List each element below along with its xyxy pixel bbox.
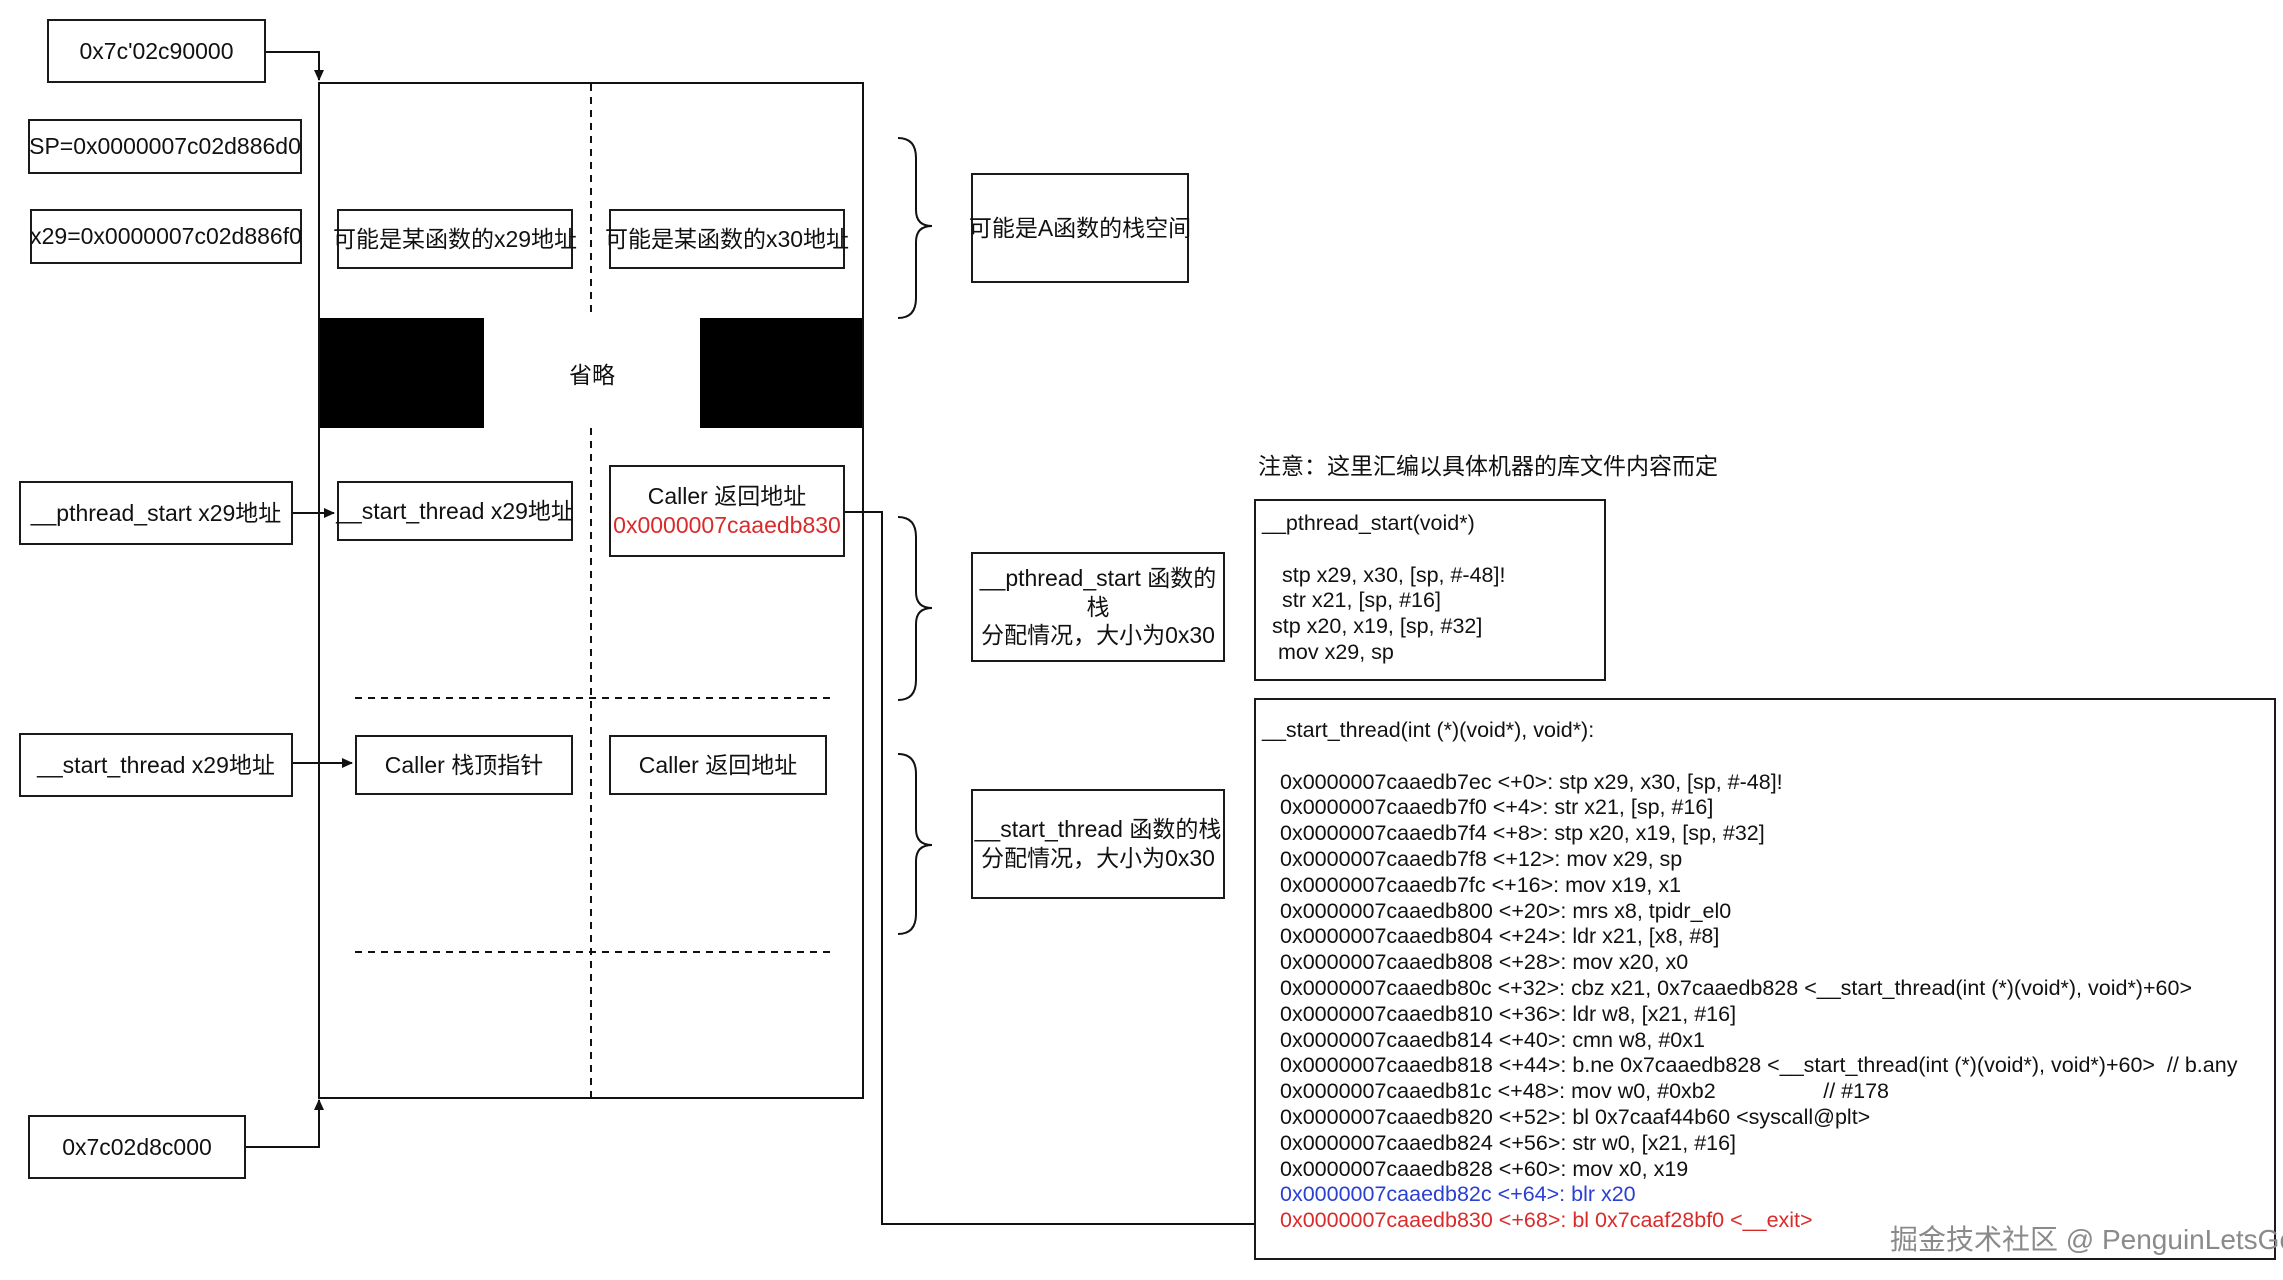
pthread-code-line: stp x20, x19, [sp, #32] [1272,614,1483,639]
stack-cell-x29: 可能是某函数的x29地址 [333,209,577,269]
bottom-address-box: 0x7c02d8c000 [28,1115,246,1179]
start-thread-code-box: __start_thread(int (*)(void*), void*): 0… [1254,698,2276,1260]
code-line: 0x0000007caaedb7f4 <+8>: stp x20, x19, [… [1280,821,1765,846]
pthread-stack-line2: 分配情况，大小为0x30 [981,622,1215,649]
brace-start-thread [897,753,933,935]
code-line: 0x0000007caaedb7fc <+16>: mov x19, x1 [1280,872,1682,897]
omitted-band-left [320,318,484,428]
caller-return-value: 0x0000007caaedb830 [613,512,841,538]
code-line: 0x0000007caaedb808 <+28>: mov x20, x0 [1280,950,1689,975]
x29-register-box: x29=0x0000007c02d886f0 [30,209,302,264]
start-thread-x29-label: __start_thread x29地址 [19,733,293,797]
pthread-start-stack-label: __pthread_start 函数的栈 分配情况，大小为0x30 [971,552,1225,662]
code-line: 0x0000007caaedb824 <+56>: str w0, [x21, … [1280,1130,1737,1155]
start-thread-code-blank [1262,744,2274,770]
pthread-code-line: mov x29, sp [1272,639,1394,664]
code-line-exit: 0x0000007caaedb830 <+68>: bl 0x7caaf28bf… [1280,1208,1813,1233]
caller-return-label: Caller 返回地址 [647,483,807,510]
stack-frame [318,82,864,1099]
code-line-blr: 0x0000007caaedb82c <+64>: blr x20 [1280,1182,1636,1207]
code-line: 0x0000007caaedb820 <+52>: bl 0x7caaf44b6… [1280,1104,1871,1129]
omitted-band-right [700,318,862,428]
start-thread-code-title: __start_thread(int (*)(void*), void*): [1262,718,1595,742]
code-line: 0x0000007caaedb81c <+48>: mov w0, #0xb2 … [1280,1079,1889,1104]
code-line: 0x0000007caaedb80c <+32>: cbz x21, 0x7ca… [1280,975,2192,1000]
start-thread-stack-line1: __start_thread 函数的栈 [974,816,1222,843]
code-line: 0x0000007caaedb7f0 <+4>: str x21, [sp, #… [1280,795,1714,820]
code-line: 0x0000007caaedb804 <+24>: ldr x21, [x8, … [1280,924,1720,949]
top-address-box: 0x7c'02c90000 [47,19,266,83]
brace-pthread-start [897,516,933,701]
watermark: 掘金技术社区 @ PenguinLetsGo [1890,1224,2283,1255]
return-address-connector [827,511,1279,1229]
code-line: 0x0000007caaedb810 <+36>: ldr w8, [x21, … [1280,1001,1737,1026]
stack-cell-caller-return-2: Caller 返回地址 [609,735,827,795]
stack-cell-caller-sp: Caller 栈顶指针 [355,735,573,795]
start-thread-stack-line2: 分配情况，大小为0x30 [981,845,1215,871]
omitted-label: 省略 [569,362,615,388]
pthread-code-title: __pthread_start(void*) [1262,511,1475,535]
pthread-stack-line1: __pthread_start 函数的栈 [979,564,1217,620]
pthread-code-line: stp x29, x30, [sp, #-48]! [1276,562,1506,587]
code-line: 0x0000007caaedb818 <+44>: b.ne 0x7caaedb… [1280,1053,2238,1078]
code-line: 0x0000007caaedb7f8 <+12>: mov x29, sp [1280,846,1683,871]
code-line: 0x0000007caaedb7ec <+0>: stp x29, x30, [… [1280,769,1783,794]
start-thread-stack-label: __start_thread 函数的栈 分配情况，大小为0x30 [971,789,1225,899]
assembly-note: 注意：这里汇编以具体机器的库文件内容而定 [1258,453,1718,479]
pthread-start-code-box: __pthread_start(void*) stp x29, x30, [sp… [1254,499,1606,681]
stack-cell-caller-return: Caller 返回地址 0x0000007caaedb830 [609,465,845,557]
brace-func-a [897,137,933,319]
code-line: 0x0000007caaedb814 <+40>: cmn w8, #0x1 [1280,1027,1705,1052]
pthread-start-x29-label: __pthread_start x29地址 [19,481,293,545]
pthread-code-line: str x21, [sp, #16] [1276,588,1441,613]
bottom-address-arrow [246,1099,324,1148]
code-line: 0x0000007caaedb800 <+20>: mrs x8, tpidr_… [1280,898,1732,923]
top-address-arrow [266,51,324,81]
start-thread-code-lines: 0x0000007caaedb7ec <+0>: stp x29, x30, [… [1262,770,2274,1183]
code-line: 0x0000007caaedb828 <+60>: mov x0, x19 [1280,1156,1689,1181]
stack-cell-x30: 可能是某函数的x30地址 [605,209,849,269]
stack-cell-start-thread-x29: __start_thread x29地址 [336,481,574,541]
sp-register-box: SP=0x0000007c02d886d0 [28,119,302,174]
func-a-stack-label: 可能是A函数的栈空间 [969,173,1191,283]
pthread-code-blank [1262,537,1604,563]
